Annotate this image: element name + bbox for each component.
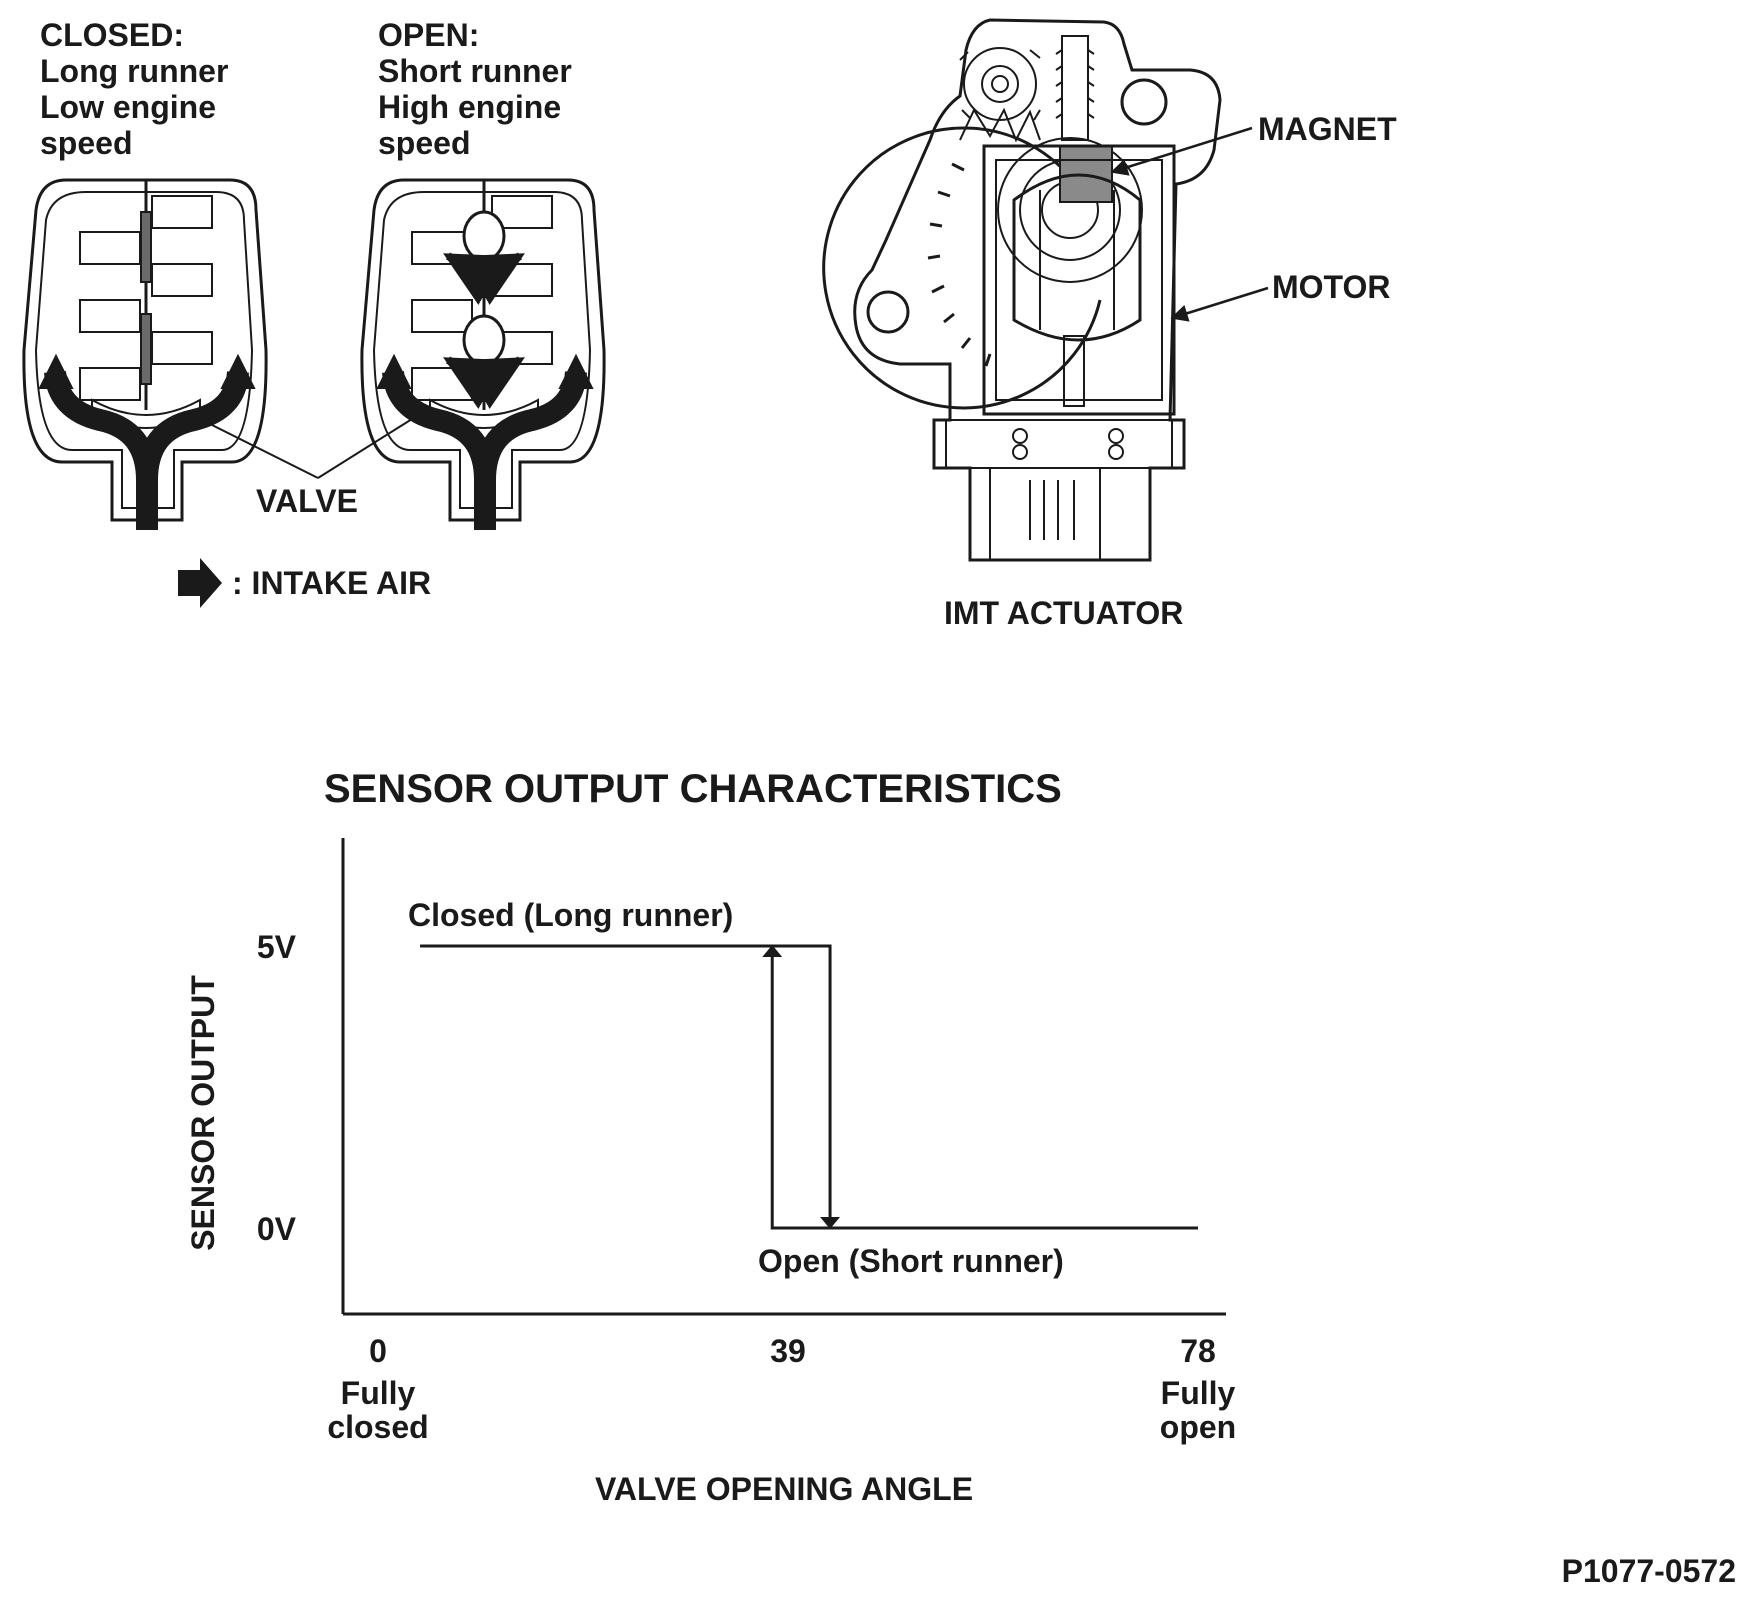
annotation-open: Open (Short runner) — [758, 1243, 1064, 1279]
x-tick-sublabel-0-b: closed — [327, 1409, 428, 1445]
x-tick-label-0: 0 — [369, 1333, 387, 1369]
x-axis-label: VALVE OPENING ANGLE — [595, 1471, 973, 1507]
intake-air-legend: : INTAKE AIR — [178, 558, 431, 608]
series-lines — [420, 944, 1198, 1230]
x-tick-sublabel-0-a: Fully — [341, 1375, 416, 1411]
closed-intake-drawing — [22, 178, 268, 530]
y-tick-label-0: 0V — [257, 1211, 297, 1247]
closed-line-3: speed — [40, 125, 132, 161]
open-state-caption: OPEN: Short runner High engine speed — [378, 17, 572, 161]
imt-actuator-drawing — [822, 18, 1222, 562]
closed-line-1: Long runner — [40, 53, 228, 89]
chart-axes — [341, 838, 1226, 1316]
y-tick-labels: 0V 5V — [257, 929, 297, 1247]
open-intake-drawing — [360, 178, 606, 530]
open-line-2: High engine — [378, 89, 561, 125]
chart-title: SENSOR OUTPUT CHARACTERISTICS — [324, 767, 1062, 811]
y-axis-label: SENSOR OUTPUT — [185, 975, 221, 1251]
x-tick-sublabel-2-b: open — [1160, 1409, 1236, 1445]
valve-leaders — [189, 413, 421, 479]
x-tick-label-1: 39 — [770, 1333, 806, 1369]
x-tick-sublabel-2-a: Fully — [1161, 1375, 1236, 1411]
open-heading: OPEN: — [378, 17, 479, 53]
x-tick-label-2: 78 — [1180, 1333, 1216, 1369]
series-line-1 — [762, 945, 1198, 1230]
series-line-0 — [420, 944, 841, 1229]
motor-label: MOTOR — [1272, 269, 1391, 305]
magnet-label: MAGNET — [1258, 111, 1397, 147]
intake-air-legend-label: : INTAKE AIR — [232, 565, 431, 601]
valve-label: VALVE — [256, 483, 358, 519]
closed-state-caption: CLOSED: Long runner Low engine speed — [40, 17, 228, 161]
annotation-closed: Closed (Long runner) — [408, 897, 733, 933]
closed-heading: CLOSED: — [40, 17, 184, 53]
open-line-1: Short runner — [378, 53, 572, 89]
y-tick-label-1: 5V — [257, 929, 297, 965]
open-line-3: speed — [378, 125, 470, 161]
actuator-leaders — [1110, 126, 1269, 322]
figure-id: P1077-0572 — [1562, 1553, 1736, 1589]
sensor-output-chart: SENSOR OUTPUT CHARACTERISTICS SENSOR OUT… — [185, 767, 1236, 1507]
intake-air-arrow-icon — [178, 558, 222, 608]
closed-line-2: Low engine — [40, 89, 216, 125]
imt-actuator-title: IMT ACTUATOR — [944, 595, 1183, 631]
